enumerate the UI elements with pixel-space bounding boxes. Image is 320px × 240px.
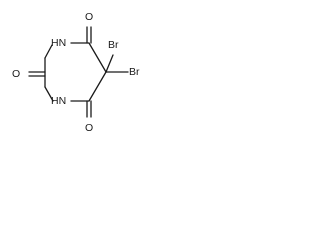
bromine-lower-label: Br [129,66,140,78]
oxygen-top-label: O [85,11,93,23]
nh-bottom-label: HN [51,95,66,107]
oxygen-bottom-label: O [85,122,93,134]
bond-c2-n3 [44,44,53,59]
nh-top-label: HN [51,37,66,49]
bond-c4-c5 [88,42,107,73]
bond-n1-c2 [44,86,54,102]
bond-c5-c6 [88,71,107,102]
bond-c5-br-upper [105,54,114,73]
oxygen-left-label: O [12,68,20,80]
structure-diagram: O HN Br Br O HN O [12,11,140,134]
bromine-upper-label: Br [108,39,119,51]
